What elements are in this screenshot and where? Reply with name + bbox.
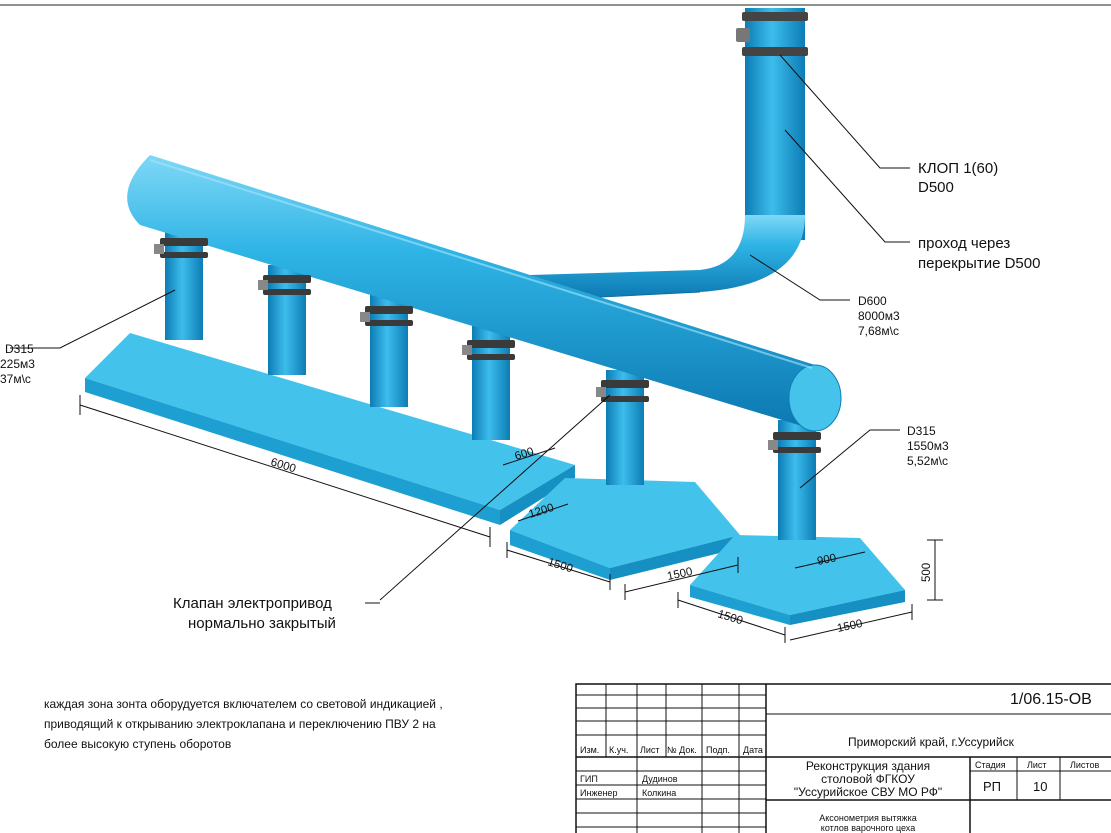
label-left-d: D315 [5,342,34,356]
label-valve-2: нормально закрытый [188,615,336,632]
hood-base-middle [510,478,740,580]
label-left-speed: 37м\с [0,372,31,386]
note-line-3: более высокую ступень оборотов [44,737,232,751]
drawing-line-2: котлов варочного цеха [821,823,915,833]
dim-1500-c: 1500 [716,608,744,627]
col-kuch: К.уч. [609,745,628,755]
project-line-3: "Уссурийское СВУ МО РФ" [794,785,942,799]
main-duct-d600 [127,155,842,432]
dim-500: 500 [921,563,933,582]
label-passage-1: проход через [918,235,1010,252]
dim-600: 600 [513,446,535,463]
col-ndok: № Док. [667,745,697,755]
role-engineer: Инженер [580,788,617,798]
stage-value: РП [983,779,1001,794]
col-izm: Изм. [580,745,599,755]
project-line-2: столовой ФГКОУ [821,772,915,786]
note-line-1: каждая зона зонта оборудуется включателе… [44,697,443,711]
name-gip: Дудинов [642,774,678,784]
label-main-d: D600 [858,294,887,308]
name-engineer: Колкина [642,788,676,798]
sheet-label: Лист [1027,760,1047,770]
project-line-1: Реконструкция здания [806,759,930,773]
label-valve-1: Клапан электропривод [173,595,332,612]
dim-900: 900 [816,552,837,568]
label-main-flow: 8000м3 [858,309,900,323]
col-data: Дата [743,745,763,755]
drawing-line-1: Аксонометрия вытяжка [819,813,916,823]
label-klop: КЛОП 1(60) [918,160,998,177]
pipe-clamps [154,238,821,453]
col-podp: Подп. [706,745,730,755]
label-main-speed: 7,68м\с [858,324,899,338]
label-right-d: D315 [907,424,936,438]
dimension-lines [79,395,943,643]
label-right-speed: 5,52м\с [907,454,948,468]
dim-1500-b: 1500 [666,566,694,583]
vertical-riser-d500 [530,8,808,301]
installation-note: каждая зона зонта оборудуется включателе… [44,694,524,754]
stage-label: Стадия [975,760,1006,770]
title-block [575,683,1111,833]
location: Приморский край, г.Уссурийск [848,735,1015,749]
label-left-flow: 225м3 [0,357,35,371]
sheet-value: 10 [1033,779,1047,794]
sheets-label: Листов [1070,760,1099,770]
col-list: Лист [640,745,660,755]
dim-1500-d: 1500 [836,618,864,635]
leader-lines [10,54,910,604]
role-gip: ГИП [580,774,598,784]
dim-6000: 6000 [269,456,297,475]
label-right-flow: 1550м3 [907,439,949,453]
doc-code: 1/06.15-ОВ [1010,691,1092,708]
hood-base-long [85,333,575,525]
note-line-2: приводящий к открыванию электроклапана и… [44,717,436,731]
label-klop-d: D500 [918,179,954,196]
label-passage-2: перекрытие D500 [918,255,1040,272]
